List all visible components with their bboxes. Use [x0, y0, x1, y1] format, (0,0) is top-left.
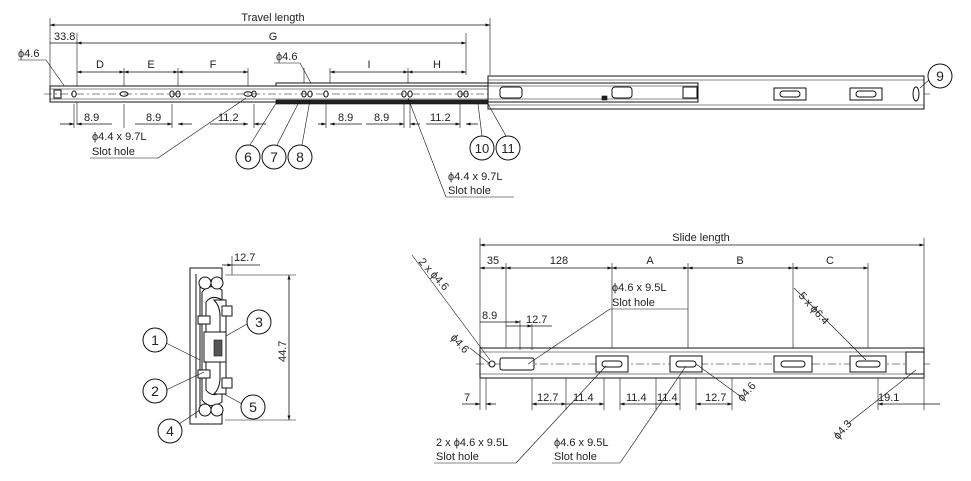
dim-11-2-b-label: 11.2 [430, 112, 451, 124]
g-label: G [269, 31, 278, 43]
callout-11: 11 [495, 135, 521, 161]
rear-hole [912, 86, 920, 102]
callout-9: 9 [927, 63, 953, 89]
ball-top-left [198, 276, 212, 290]
callout-8: 8 [287, 144, 313, 170]
bottom-view: Slide length 35 128 A B C [411, 232, 940, 464]
phi-4-6-left-bottom-label: ϕ4.6 [448, 332, 471, 356]
callout-4: 4 [157, 418, 183, 444]
rear-end-cap [905, 351, 925, 375]
dim-12-7-top-label: 12.7 [526, 314, 547, 326]
slot-right-spec: ϕ4.4 x 9.7L [448, 171, 502, 183]
dim-8-9-b-label: 8.9 [146, 112, 161, 124]
retainer-top [275, 82, 491, 87]
dim-f-label: F [210, 59, 217, 71]
dim-35-label: 35 [487, 255, 499, 267]
dim-8-9-bottom-label: 8.9 [482, 310, 497, 322]
dim-12-7-b-label: 12.7 [705, 392, 726, 404]
dim-h-label: H [433, 59, 441, 71]
slide-length-label: Slide length [672, 232, 730, 244]
slot2-text: Slot hole [436, 451, 479, 463]
dim-b-label: B [736, 255, 743, 267]
dim-19-1-label: 19.1 [878, 392, 899, 404]
holes-5x-label: 5 x ϕ6.4 [796, 290, 831, 327]
svg-text:2: 2 [151, 383, 159, 399]
travel-length-label: Travel length [241, 12, 304, 24]
dim-c-label: C [826, 255, 834, 267]
svg-text:8: 8 [296, 149, 304, 165]
dim-11-4-a-label: 11.4 [573, 392, 594, 404]
dim-a-label: A [646, 255, 654, 267]
svg-text:4: 4 [166, 423, 174, 439]
svg-text:3: 3 [255, 314, 263, 330]
dim-11-4-b-label: 11.4 [626, 392, 647, 404]
dim-44-7-label: 44.7 [277, 341, 289, 362]
dim-d-label: D [96, 59, 104, 71]
dim-8-9-a-label: 8.9 [84, 112, 99, 124]
slot3-spec: ϕ4.6 x 9.5L [554, 437, 608, 449]
callout-7: 7 [261, 144, 287, 170]
dim-12-7-a-label: 12.7 [537, 392, 558, 404]
slot-top-spec: ϕ4.6 x 9.5L [612, 282, 666, 294]
dim-7-label: 7 [464, 392, 470, 404]
dim-8-9-d-label: 8.9 [374, 112, 389, 124]
ball-bottom-right [210, 403, 224, 417]
callout-1: 1 [142, 327, 168, 353]
svg-text:10: 10 [475, 141, 489, 156]
ball-top-right [210, 276, 224, 290]
callout-6: 6 [235, 144, 261, 170]
dim-11-2-a-label: 11.2 [218, 112, 239, 124]
slot3-text: Slot hole [554, 451, 597, 463]
phi-4-6-left-label: ϕ4.6 [18, 48, 39, 60]
slot-left-text: Slot hole [92, 146, 135, 158]
svg-text:5: 5 [249, 399, 257, 415]
phi-4-6-mid-label: ϕ4.6 [276, 51, 297, 63]
dim-i-label: I [367, 59, 370, 71]
ball-retainer [275, 99, 489, 105]
dim-e-label: E [147, 59, 154, 71]
svg-text:1: 1 [151, 332, 159, 348]
ball-bottom-left [198, 403, 212, 417]
slot2-spec: 2 x ϕ4.6 x 9.5L [436, 437, 508, 449]
dim-12-7-label: 12.7 [234, 252, 255, 264]
slide-middle-member [487, 82, 699, 103]
svg-text:6: 6 [244, 149, 252, 165]
phi-4-3-label: ϕ4.3 [831, 418, 854, 442]
svg-text:7: 7 [270, 149, 278, 165]
dim-8-9-c-label: 8.9 [338, 112, 353, 124]
dim-33-8-label: 33.8 [54, 31, 75, 43]
slot-left-spec: ϕ4.4 x 9.7L [92, 131, 146, 143]
dim-128-label: 128 [550, 255, 568, 267]
svg-text:9: 9 [936, 68, 944, 84]
svg-text:11: 11 [501, 141, 515, 156]
callout-5: 5 [240, 394, 266, 420]
slot-right-text: Slot hole [448, 185, 491, 197]
callout-10: 10 [469, 135, 495, 161]
slot-top-text: Slot hole [612, 297, 655, 309]
callout-2: 2 [142, 378, 168, 404]
top-view: Travel length G 33.8 ϕ4.6 D E F ϕ4.6 I H [18, 12, 953, 198]
phi-4-6-right-label: ϕ4.6 [735, 380, 758, 404]
holes-2x-label: 2 x ϕ4.6 [416, 256, 451, 293]
callout-3: 3 [246, 309, 272, 335]
cross-section-view: 12.7 44.7 1 [142, 252, 296, 444]
